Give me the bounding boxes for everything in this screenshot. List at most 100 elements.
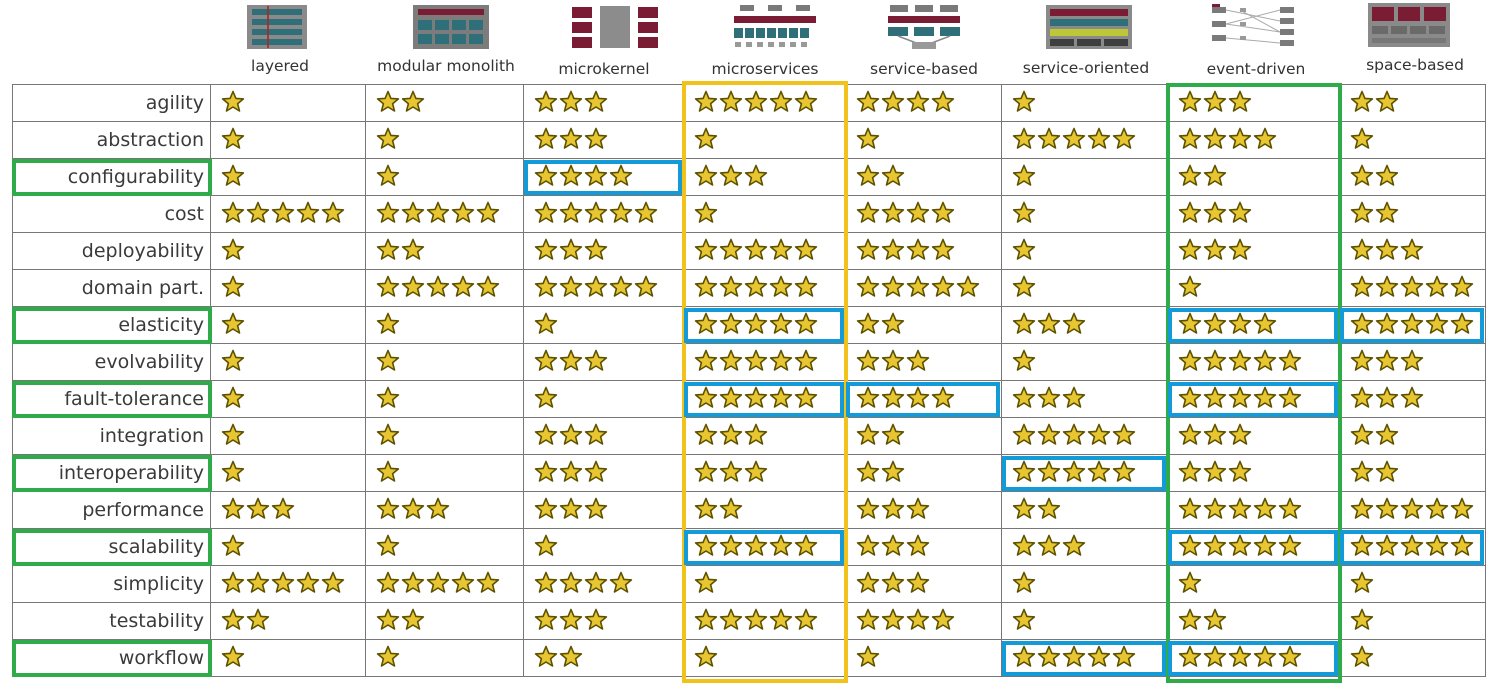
star-icon bbox=[1203, 238, 1227, 260]
table-row: elasticity bbox=[12, 306, 1486, 344]
star-icon bbox=[856, 312, 880, 334]
star-icon bbox=[584, 608, 608, 630]
star-icon bbox=[584, 90, 608, 112]
star-icon bbox=[584, 238, 608, 260]
star-icon bbox=[1450, 497, 1474, 519]
rating-cell bbox=[845, 565, 1002, 603]
star-icon bbox=[719, 164, 743, 186]
space-based-diagram-icon bbox=[1368, 3, 1450, 47]
star-icon bbox=[1112, 127, 1136, 149]
star-rating bbox=[1178, 90, 1252, 112]
star-icon bbox=[881, 423, 905, 445]
star-icon bbox=[559, 423, 583, 445]
star-rating bbox=[1012, 608, 1036, 630]
star-icon bbox=[719, 497, 743, 519]
row-label: interoperability bbox=[12, 454, 211, 492]
star-icon bbox=[221, 349, 245, 371]
star-icon bbox=[1400, 312, 1424, 334]
star-rating bbox=[534, 349, 608, 371]
star-rating bbox=[1350, 423, 1399, 445]
rating-cell bbox=[523, 565, 684, 603]
star-icon bbox=[694, 571, 718, 593]
star-icon bbox=[1350, 275, 1374, 297]
table-row: testability bbox=[12, 602, 1486, 640]
event-driven-diagram-icon bbox=[1212, 4, 1294, 46]
star-icon bbox=[931, 386, 955, 408]
star-rating bbox=[221, 312, 245, 334]
star-icon bbox=[794, 386, 818, 408]
star-rating bbox=[1350, 645, 1374, 667]
star-icon bbox=[719, 238, 743, 260]
star-icon bbox=[744, 275, 768, 297]
star-icon bbox=[1012, 534, 1036, 556]
rating-cell bbox=[1001, 343, 1168, 381]
star-rating bbox=[1012, 312, 1086, 334]
star-icon bbox=[769, 90, 793, 112]
column-header-microkernel: microkernel bbox=[558, 60, 650, 78]
table-row: workflow bbox=[12, 639, 1486, 677]
star-icon bbox=[534, 275, 558, 297]
star-icon bbox=[1178, 497, 1202, 519]
rating-cell bbox=[523, 269, 684, 307]
star-icon bbox=[534, 645, 558, 667]
star-rating bbox=[221, 460, 245, 482]
star-rating bbox=[1178, 608, 1227, 630]
star-rating bbox=[534, 534, 558, 556]
star-icon bbox=[744, 164, 768, 186]
star-rating bbox=[1012, 534, 1086, 556]
rating-cell bbox=[1167, 528, 1340, 566]
star-rating bbox=[856, 275, 980, 297]
star-rating bbox=[1350, 164, 1399, 186]
star-icon bbox=[1375, 423, 1399, 445]
rating-cell bbox=[523, 121, 684, 159]
star-rating bbox=[1012, 423, 1136, 445]
star-icon bbox=[931, 275, 955, 297]
star-icon bbox=[534, 497, 558, 519]
rating-cell bbox=[845, 158, 1002, 196]
row-label: testability bbox=[12, 602, 211, 640]
star-icon bbox=[1178, 571, 1202, 593]
column-header-microservices: microservices bbox=[711, 60, 819, 78]
star-icon bbox=[881, 238, 905, 260]
star-icon bbox=[221, 497, 245, 519]
star-rating bbox=[221, 164, 245, 186]
rating-cell bbox=[210, 306, 366, 344]
star-icon bbox=[1178, 201, 1202, 223]
star-rating bbox=[221, 90, 245, 112]
star-icon bbox=[1375, 201, 1399, 223]
rating-cell bbox=[845, 306, 1002, 344]
star-icon bbox=[856, 275, 880, 297]
star-rating bbox=[1178, 423, 1252, 445]
star-icon bbox=[376, 497, 400, 519]
star-icon bbox=[534, 423, 558, 445]
rating-cell bbox=[365, 602, 524, 640]
star-rating bbox=[376, 275, 500, 297]
rating-cell bbox=[365, 269, 524, 307]
rating-cell bbox=[523, 491, 684, 529]
star-rating bbox=[1350, 386, 1424, 408]
star-icon bbox=[694, 164, 718, 186]
star-icon bbox=[534, 460, 558, 482]
star-icon bbox=[881, 90, 905, 112]
star-rating bbox=[1350, 349, 1424, 371]
star-icon bbox=[794, 90, 818, 112]
star-icon bbox=[1012, 460, 1036, 482]
star-icon bbox=[451, 275, 475, 297]
rating-cell bbox=[365, 343, 524, 381]
star-icon bbox=[376, 127, 400, 149]
star-icon bbox=[426, 201, 450, 223]
star-rating bbox=[534, 608, 608, 630]
star-icon bbox=[534, 127, 558, 149]
star-icon bbox=[744, 423, 768, 445]
star-rating bbox=[1012, 497, 1061, 519]
star-rating bbox=[1012, 201, 1036, 223]
star-icon bbox=[1178, 608, 1202, 630]
service-oriented-diagram-icon bbox=[1046, 5, 1132, 49]
star-rating bbox=[376, 645, 400, 667]
star-icon bbox=[856, 201, 880, 223]
rating-cell bbox=[683, 380, 846, 418]
rating-cell bbox=[210, 343, 366, 381]
rating-cell bbox=[1339, 343, 1486, 381]
rating-cell bbox=[683, 269, 846, 307]
